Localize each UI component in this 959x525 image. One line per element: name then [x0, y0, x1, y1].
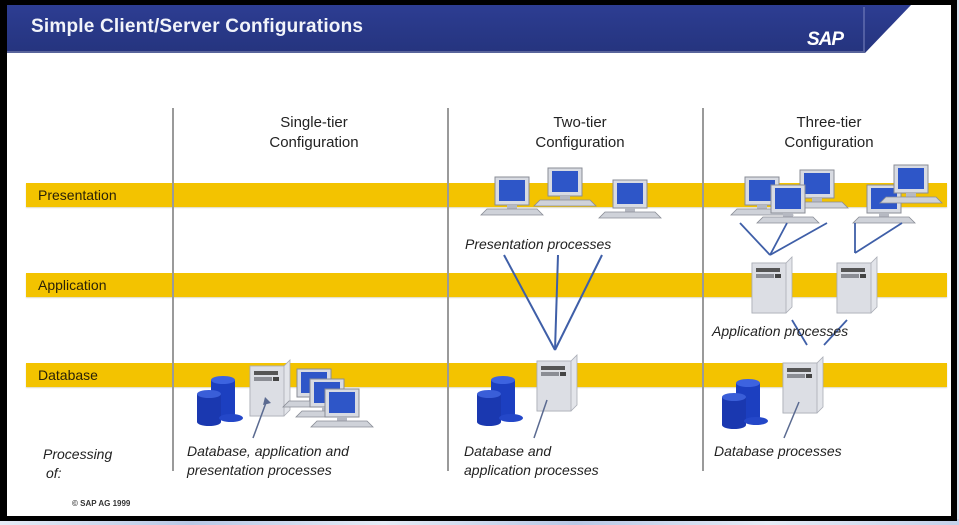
caption-line: presentation processes — [187, 462, 332, 478]
single-tier-database-icon — [197, 376, 243, 426]
three-tier-network-links — [739, 222, 903, 346]
layer-label: Presentation — [38, 187, 117, 203]
heading-line: Configuration — [784, 134, 874, 151]
column-heading-two-tier: Two-tier Configuration — [455, 113, 705, 153]
layer-band-application: Application — [26, 273, 947, 297]
label-line: Processing — [43, 446, 113, 462]
slide-title: Simple Client/Server Configurations — [31, 16, 364, 37]
processing-of-label: Processing of: — [43, 445, 112, 483]
column-divider — [172, 108, 174, 471]
sap-logo: SAP — [807, 29, 844, 50]
layer-label: Database — [38, 367, 98, 383]
caption-single-tier: Database, application and presentation p… — [187, 442, 349, 480]
heading-line: Two-tier — [553, 114, 607, 131]
single-tier-server-icon — [249, 359, 291, 417]
column-divider — [702, 108, 704, 471]
column-heading-three-tier: Three-tier Configuration — [704, 113, 951, 153]
banner-shape — [7, 5, 911, 53]
caption-three-tier: Database processes — [714, 442, 842, 461]
three-tier-pointer-arrow — [783, 401, 800, 439]
two-tier-network-links — [503, 254, 603, 351]
arrowhead-icon — [263, 397, 271, 405]
two-tier-pointer-arrow — [533, 399, 548, 439]
caption-presentation-processes: Presentation processes — [465, 236, 612, 252]
copyright-notice: © SAP AG 1999 — [72, 499, 131, 508]
two-tier-server-icon — [536, 354, 578, 412]
label-line: of: — [46, 465, 62, 481]
column-heading-single-tier: Single-tier Configuration — [189, 113, 439, 153]
layer-label: Application — [38, 277, 107, 293]
bottom-strip — [0, 519, 959, 525]
caption-line: application processes — [464, 462, 599, 478]
three-tier-database-icon — [722, 379, 768, 429]
caption-line: Database and — [464, 443, 552, 459]
heading-line: Single-tier — [280, 114, 348, 131]
three-tier-app-server-icon — [751, 256, 793, 314]
caption-line: Database, application and — [187, 443, 349, 459]
slide: Simple Client/Server Configurations SAP … — [7, 5, 951, 516]
diagram-artwork — [197, 164, 943, 439]
heading-line: Three-tier — [796, 114, 862, 131]
three-tier-db-server-icon — [782, 356, 824, 414]
two-tier-monitor-icon — [533, 167, 597, 207]
header-banner: Simple Client/Server Configurations SAP — [7, 5, 951, 53]
three-tier-monitor-icon — [879, 164, 943, 204]
column-divider — [447, 108, 449, 471]
heading-line: Configuration — [535, 134, 625, 151]
single-tier-pointer-arrow — [252, 399, 268, 439]
two-tier-database-icon — [477, 376, 523, 426]
three-tier-app-server-icon — [836, 256, 878, 314]
heading-line: Configuration — [269, 134, 359, 151]
caption-line: Database processes — [714, 443, 842, 459]
two-tier-monitor-icon — [598, 179, 662, 219]
two-tier-monitor-icon — [480, 176, 544, 216]
caption-application-processes: Application processes — [712, 323, 849, 339]
caption-two-tier: Database and application processes — [464, 442, 599, 480]
